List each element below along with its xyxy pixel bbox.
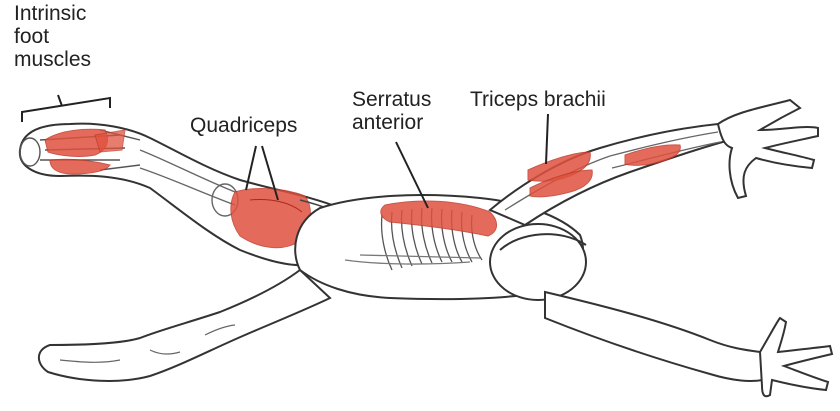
label-line: Serratus [352,88,431,111]
supporting-arm [545,292,832,396]
triceps-leader [546,114,548,164]
head [490,224,586,300]
label-line: muscles [14,48,91,71]
quadriceps-label: Quadriceps [190,114,297,137]
foot-muscles-bracket [22,98,110,122]
triceps-brachii-label: Triceps brachii [470,88,606,111]
serratus-anterior-label: Serratus anterior [352,88,431,134]
label-line: foot [14,25,91,48]
intrinsic-foot-muscles-label: Intrinsic foot muscles [14,2,91,71]
front-leg [39,270,330,381]
foot-muscles-bracket-tick [58,95,62,106]
label-line: anterior [352,111,431,134]
label-line: Intrinsic [14,2,91,25]
